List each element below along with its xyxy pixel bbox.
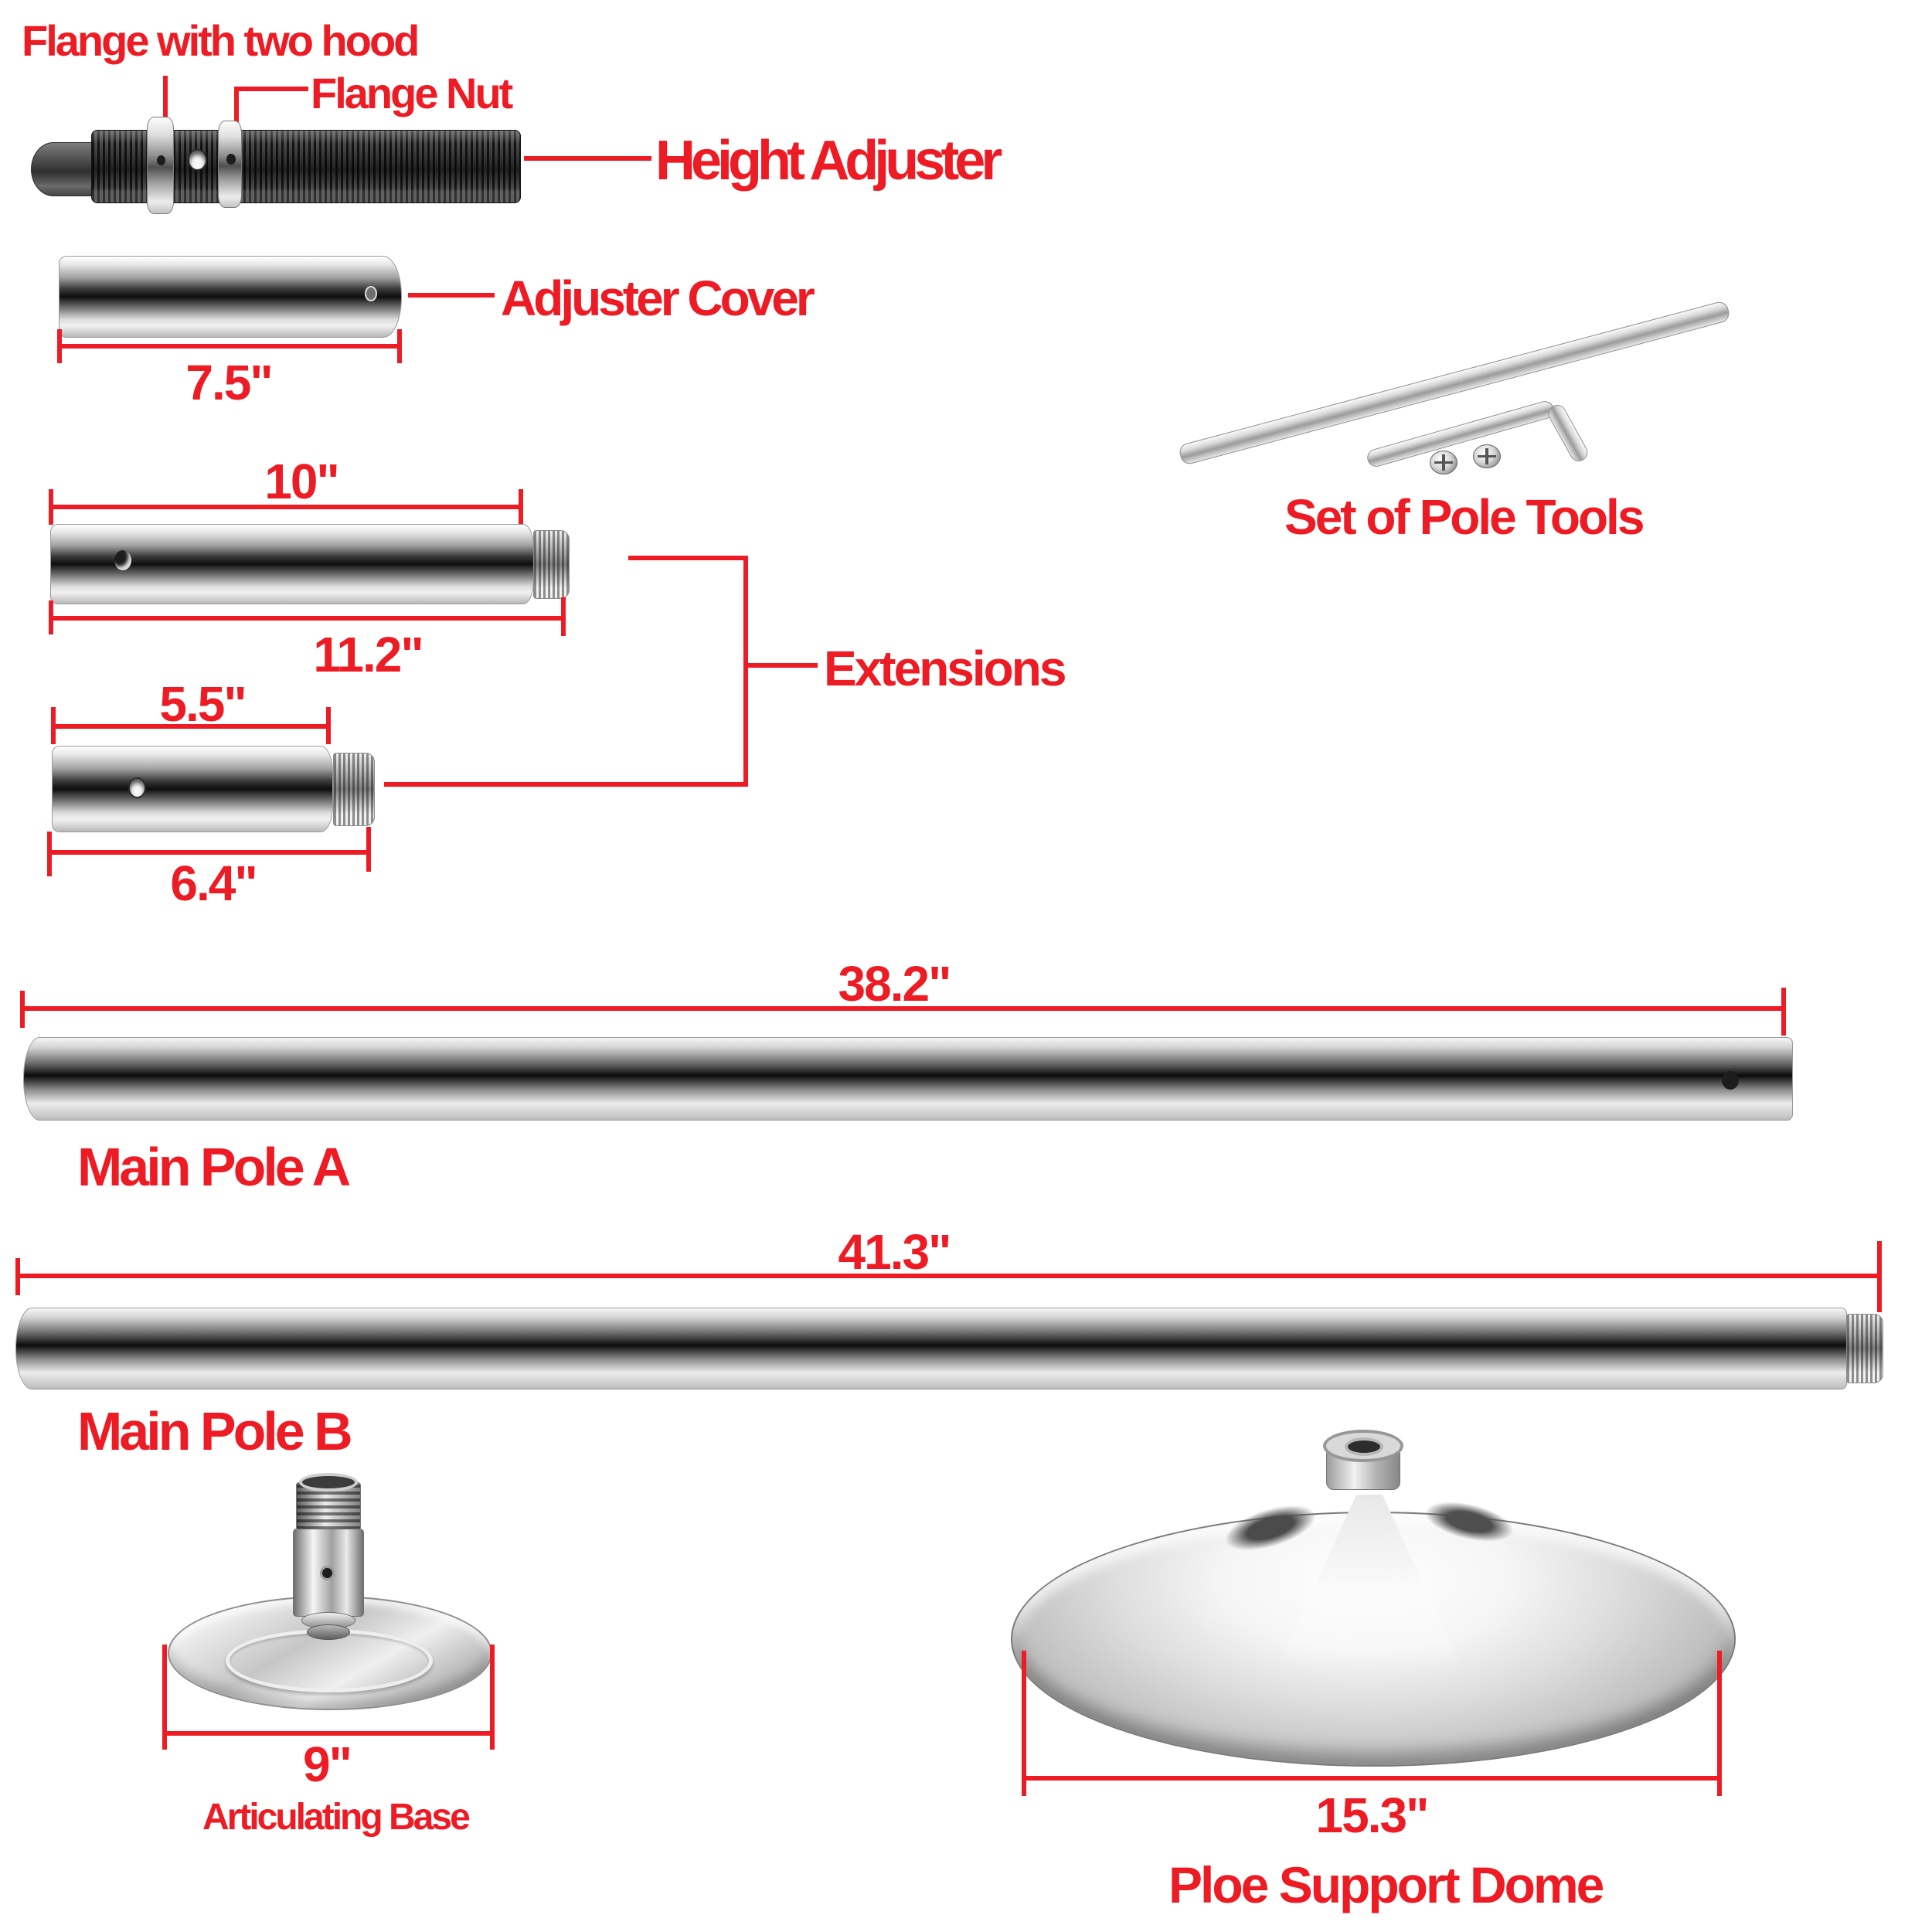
flange-nut-label: Flange Nut	[311, 69, 513, 117]
cover-dim-tick-right	[397, 329, 402, 363]
ext-long-dim10-tick-right	[519, 489, 523, 525]
ext-long-dim112-tick-left	[49, 600, 53, 634]
ext-long-body-dim: 10"	[264, 454, 340, 509]
pole-tool-screw-2	[1473, 444, 1501, 468]
ext-short-body	[52, 746, 333, 832]
ext-long-dim10-tick-left	[49, 489, 53, 525]
ext-long-body	[50, 524, 534, 604]
flange-nut-leader-horizontal	[234, 87, 308, 91]
ext-short-dim64-tick-left	[47, 832, 52, 876]
ext-short-body-dim: 5.5"	[159, 676, 247, 732]
ext-long-total-dim: 11.2"	[313, 627, 423, 682]
height-adjuster-tip	[31, 142, 94, 196]
base-adapter-hole	[320, 1566, 335, 1580]
height-adjuster-leader	[524, 156, 651, 161]
pole-a-dim-tick-left	[20, 991, 25, 1028]
ext-short-dim55-line	[53, 724, 331, 729]
ext-short-hole	[128, 777, 146, 798]
pole-a-length-dim: 38.2"	[838, 956, 952, 1012]
dome-bearing-hole	[1345, 1437, 1383, 1456]
pole-a-dim-line	[22, 1006, 1786, 1011]
extensions-bracket-vertical	[743, 556, 748, 787]
pole-b-thread	[1846, 1314, 1883, 1383]
base-adapter-joint-lower	[307, 1624, 350, 1640]
flange-nut-set-screw-hole	[226, 154, 236, 165]
cover-length-dim: 7.5"	[185, 355, 273, 410]
screw-slot-icon	[1442, 454, 1445, 471]
dome-dim-tick-right	[1717, 1651, 1722, 1796]
extensions-bracket-top-arm	[628, 556, 748, 560]
base-diameter-dim: 9"	[303, 1736, 352, 1792]
extensions-label: Extensions	[824, 641, 1066, 696]
main-pole-b-label: Main Pole B	[77, 1401, 353, 1461]
ext-short-dim55-tick-right	[326, 707, 331, 744]
adjuster-rod-hole	[188, 149, 207, 171]
flange-with-two-hood-label: Flange with two hood	[22, 16, 420, 65]
base-dim-tick-right	[490, 1645, 495, 1750]
ext-short-dim64-tick-right	[366, 827, 371, 872]
screw-slot-icon	[1485, 448, 1488, 464]
pole-tool-screw-1	[1430, 451, 1458, 474]
flange-nut-leader-vertical	[234, 87, 239, 125]
adjuster-cover-leader	[408, 293, 495, 298]
pole-a-hole	[1722, 1071, 1739, 1090]
flange-with-two-hood-part	[147, 117, 174, 214]
articulating-base-label: Articulating Base	[202, 1797, 471, 1838]
ext-short-dim55-tick-left	[51, 707, 56, 744]
main-pole-a-label: Main Pole A	[77, 1137, 351, 1197]
pole-b-dim-tick-right	[1877, 1241, 1882, 1312]
base-dim-line	[162, 1731, 495, 1736]
ext-short-thread	[333, 753, 375, 826]
ext-long-dim112-line	[50, 616, 566, 621]
adjuster-cover-hole	[365, 286, 377, 301]
allen-key-short-arm	[1545, 401, 1591, 465]
ext-long-dim10-line	[50, 505, 523, 509]
dome-dim-line	[1022, 1776, 1722, 1781]
extensions-bracket-stub	[743, 663, 818, 668]
main-pole-b-part	[15, 1308, 1847, 1389]
flange-set-screw-hole	[157, 155, 165, 165]
main-pole-a-part	[23, 1037, 1793, 1121]
adjuster-cover-label: Adjuster Cover	[501, 270, 815, 326]
pole-b-dim-line	[17, 1274, 1882, 1278]
pole-a-dim-tick-right	[1781, 988, 1786, 1036]
base-adapter-threads	[296, 1482, 361, 1530]
dome-dim-tick-left	[1022, 1651, 1026, 1796]
base-adapter-top-opening	[299, 1473, 358, 1492]
support-dome-label: Ploe Support Dome	[1168, 1856, 1604, 1913]
ext-long-hole	[114, 550, 131, 570]
ext-long-thread	[533, 530, 570, 599]
adjuster-cover-part	[59, 256, 402, 338]
ext-short-total-dim: 6.4"	[170, 855, 257, 911]
height-adjuster-label: Height Adjuster	[655, 130, 1002, 192]
pole-b-length-dim: 41.3"	[838, 1224, 952, 1280]
pole-tools-label: Set of Pole Tools	[1284, 489, 1645, 545]
cover-dim-line	[59, 344, 402, 349]
extensions-bracket-bottom-arm	[384, 782, 748, 787]
cover-dim-tick-left	[57, 329, 62, 363]
pole-b-dim-tick-left	[15, 1258, 20, 1295]
ext-short-dim64-line	[49, 850, 371, 855]
flange-leader-line	[163, 76, 168, 117]
ext-long-dim112-tick-right	[561, 597, 566, 636]
base-dim-tick-left	[162, 1645, 167, 1750]
dome-diameter-dim: 15.3"	[1315, 1787, 1430, 1843]
